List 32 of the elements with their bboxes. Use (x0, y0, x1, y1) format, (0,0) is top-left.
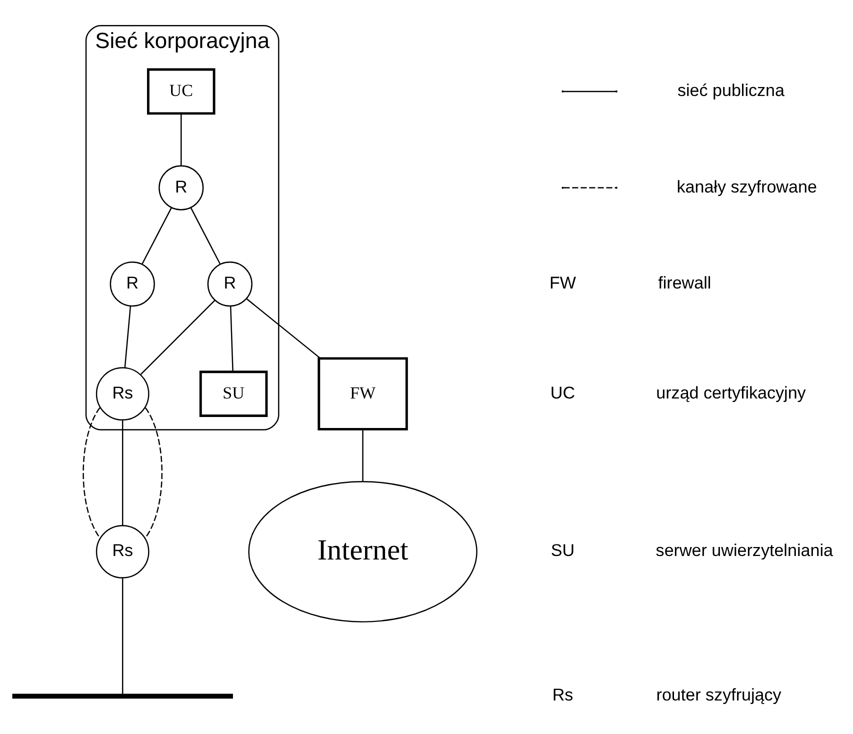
node-circle: R (110, 262, 155, 307)
connector (180, 114, 182, 166)
legend-label: sieć publiczna (677, 80, 785, 100)
connector (190, 207, 221, 265)
label: serwer uwierzytelniania (656, 541, 833, 560)
connector (124, 306, 132, 368)
label: SU (550, 541, 575, 560)
node-circle: R (158, 165, 204, 210)
connector (246, 298, 321, 359)
label: Rs (552, 686, 574, 705)
connector (141, 207, 172, 265)
connector (140, 300, 216, 376)
label: firewall (658, 274, 712, 293)
node-circle: Rs (96, 367, 150, 421)
connector (144, 407, 163, 538)
connector (122, 578, 124, 694)
label: UC (550, 383, 576, 402)
node-box: UC (147, 68, 216, 115)
label: FW (549, 274, 576, 293)
node-box: FW (318, 357, 408, 430)
node-circle: Rs (96, 525, 150, 578)
connector (122, 420, 124, 526)
node-box: SU (199, 370, 268, 417)
label: urząd certyfikacyjny (656, 383, 806, 402)
node-circle: R (207, 262, 252, 307)
label: router szyfrujący (656, 686, 782, 705)
connector (362, 430, 364, 482)
legend-label: kanały szyfrowane (676, 177, 817, 196)
node-bar (12, 694, 233, 699)
connector (82, 407, 101, 538)
connector (230, 306, 234, 372)
node-ellipse: Internet (248, 481, 478, 622)
